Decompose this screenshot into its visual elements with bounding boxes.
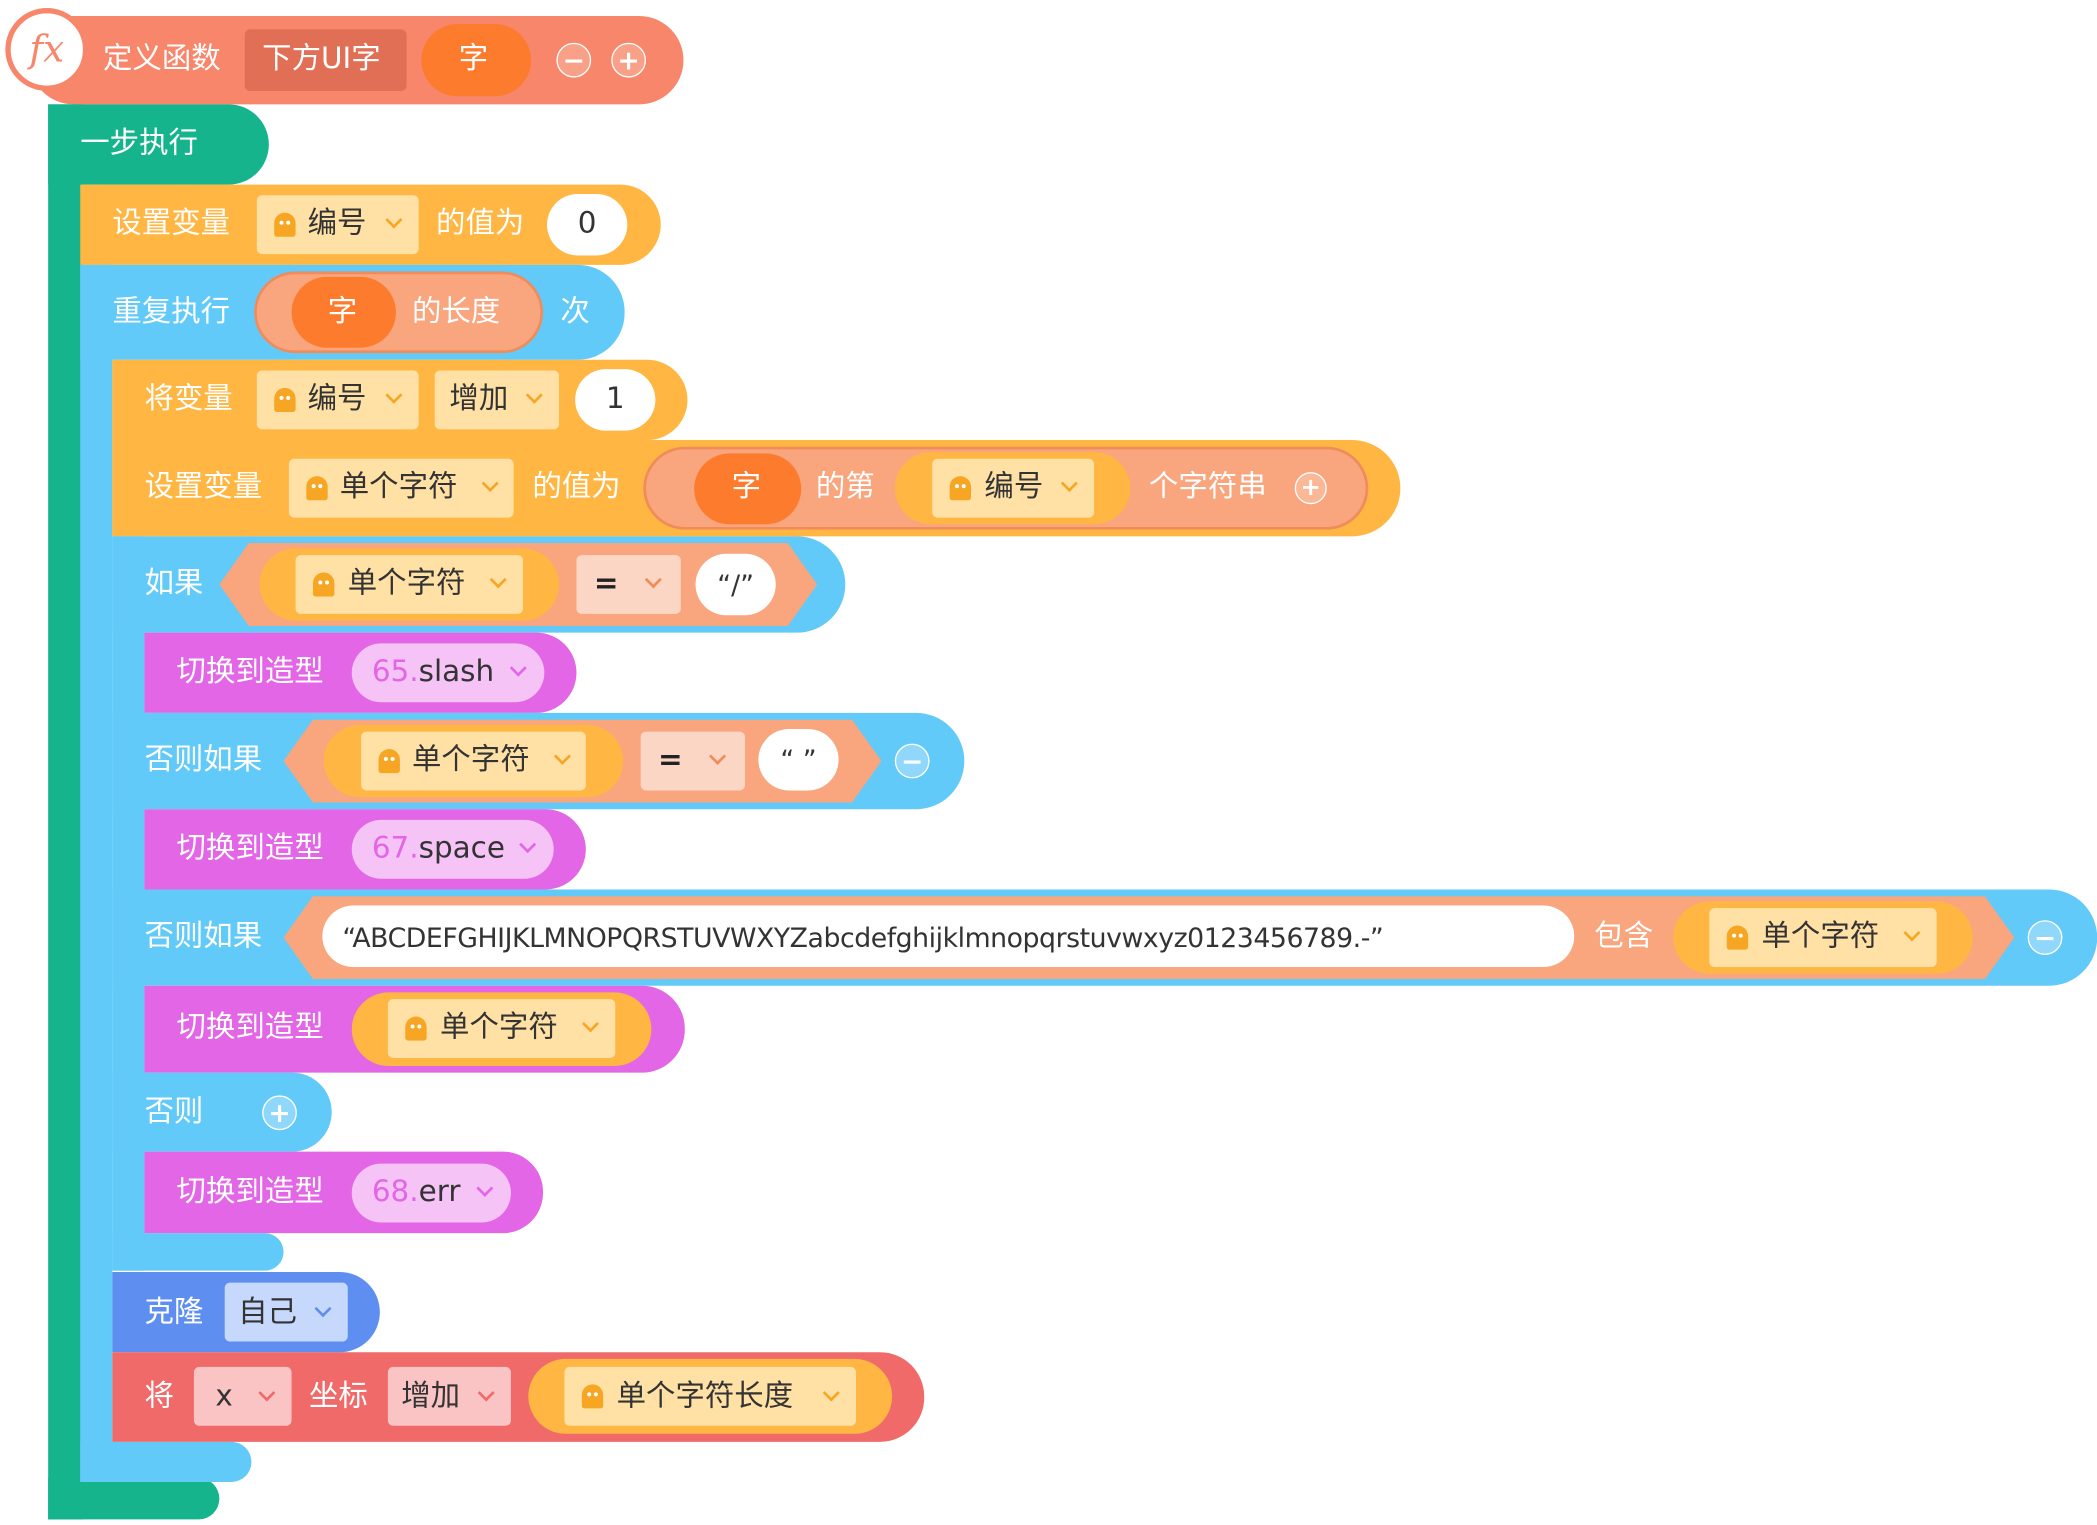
fx-icon: fx: [5, 8, 89, 91]
length-label: 的长度: [411, 295, 501, 330]
compare-value-input[interactable]: “/”: [695, 553, 776, 616]
switch-costume-label: 切换到造型: [176, 1011, 324, 1045]
add-branch-icon[interactable]: +: [262, 1095, 297, 1131]
operation-dropdown[interactable]: [434, 370, 560, 430]
repeat-arm: [80, 264, 113, 1482]
operator-label: =: [658, 743, 683, 778]
add-param-icon[interactable]: +: [611, 42, 647, 78]
variable-icon: [378, 749, 400, 774]
axis-dropdown[interactable]: [193, 1366, 292, 1426]
costume-name: space: [418, 831, 505, 866]
remove-branch-icon[interactable]: −: [894, 743, 930, 779]
clone-target-dropdown[interactable]: [224, 1282, 348, 1342]
char-string-label: 个字符串: [1148, 470, 1267, 505]
times-label: 次: [560, 295, 590, 330]
variable-icon: [949, 476, 972, 501]
repeat-param[interactable]: [291, 276, 396, 348]
function-name: 下方UI字: [262, 42, 381, 77]
change-label: 将: [144, 1380, 174, 1414]
if-label: 如果: [144, 567, 204, 601]
clone-label: 克隆: [144, 1296, 204, 1330]
define-label: 定义函数: [102, 42, 221, 77]
compare-value-input[interactable]: “ ”: [758, 728, 839, 791]
step-label: 一步执行: [80, 127, 198, 161]
costume-number: 65.: [371, 655, 419, 689]
remove-branch-icon[interactable]: −: [2027, 920, 2063, 955]
remove-param-icon[interactable]: −: [556, 42, 592, 78]
function-param-label: 字: [458, 42, 489, 77]
variable-dropdown[interactable]: [564, 1366, 856, 1426]
axis-label: x: [215, 1380, 233, 1414]
char-at-param[interactable]: [694, 453, 802, 525]
switch-costume-label: 切换到造型: [176, 655, 324, 689]
operator-dropdown[interactable]: [576, 555, 681, 614]
costume-number: 68.: [371, 1175, 419, 1210]
variable-name: 单个字符: [440, 1011, 558, 1045]
costume-dropdown[interactable]: [351, 819, 554, 879]
switch-costume-label: 切换到造型: [176, 1175, 324, 1210]
operation-dropdown[interactable]: [387, 1366, 511, 1426]
set-variable-label: 设置变量: [112, 207, 231, 241]
change-variable-label: 将变量: [144, 382, 233, 416]
costume-number: 67.: [371, 831, 419, 866]
set-value-label: 的值为: [436, 207, 525, 241]
costume-name: slash: [418, 655, 495, 689]
variable-icon: [274, 387, 296, 412]
operator-dropdown[interactable]: [640, 731, 745, 791]
else-label: 否则: [144, 1095, 204, 1129]
operator-label: =: [593, 567, 619, 601]
fx-icon-text: fx: [29, 26, 65, 71]
variable-name: 编号: [307, 382, 367, 416]
string-input[interactable]: [322, 905, 1575, 968]
value-input[interactable]: 0: [547, 193, 628, 256]
step-foot: [48, 1477, 220, 1520]
set-variable-label: 设置变量: [144, 470, 263, 505]
repeat-param-label: 字: [327, 295, 358, 330]
switch-costume-label: 切换到造型: [176, 831, 324, 866]
set-value-label: 的值为: [532, 470, 621, 505]
contains-label: 包含: [1594, 920, 1654, 954]
function-param[interactable]: [421, 24, 531, 97]
costume-name: err: [418, 1175, 461, 1210]
nth-label: 的第: [815, 470, 875, 505]
add-icon[interactable]: +: [1294, 472, 1327, 505]
variable-name: 编号: [307, 207, 367, 241]
string-value: “ABCDEFGHIJKLMNOPQRSTUVWXYZabcdefghijklm…: [342, 921, 1384, 954]
variable-name: 单个字符长度: [616, 1380, 794, 1414]
function-name-field[interactable]: [244, 29, 407, 91]
variable-name: 单个字符: [1761, 920, 1880, 954]
variable-icon: [1726, 925, 1749, 950]
variable-name: 单个字符: [347, 567, 466, 601]
variable-icon: [581, 1384, 604, 1409]
repeat-label: 重复执行: [112, 295, 231, 330]
step-block[interactable]: [48, 104, 269, 185]
costume-dropdown[interactable]: [351, 643, 545, 703]
variable-icon: [306, 476, 328, 501]
step-arm: [48, 104, 83, 1520]
operation-label: 增加: [401, 1380, 461, 1414]
coordinate-label: 坐标: [308, 1380, 368, 1414]
char-at-param-label: 字: [731, 470, 762, 505]
variable-icon: [312, 572, 335, 597]
else-if-label: 否则如果: [144, 920, 263, 954]
variable-name: 单个字符: [339, 470, 458, 505]
variable-name: 编号: [984, 470, 1044, 505]
variable-icon: [274, 212, 296, 237]
increment-input[interactable]: 1: [575, 369, 656, 431]
clone-target: 自己: [238, 1296, 297, 1330]
else-if-label: 否则如果: [144, 743, 263, 778]
if-foot: [112, 1233, 284, 1271]
variable-name: 单个字符: [411, 743, 530, 778]
costume-dropdown[interactable]: [351, 1163, 511, 1223]
operation-label: 增加: [449, 382, 509, 416]
repeat-foot: [80, 1441, 252, 1482]
variable-icon: [405, 1016, 427, 1041]
